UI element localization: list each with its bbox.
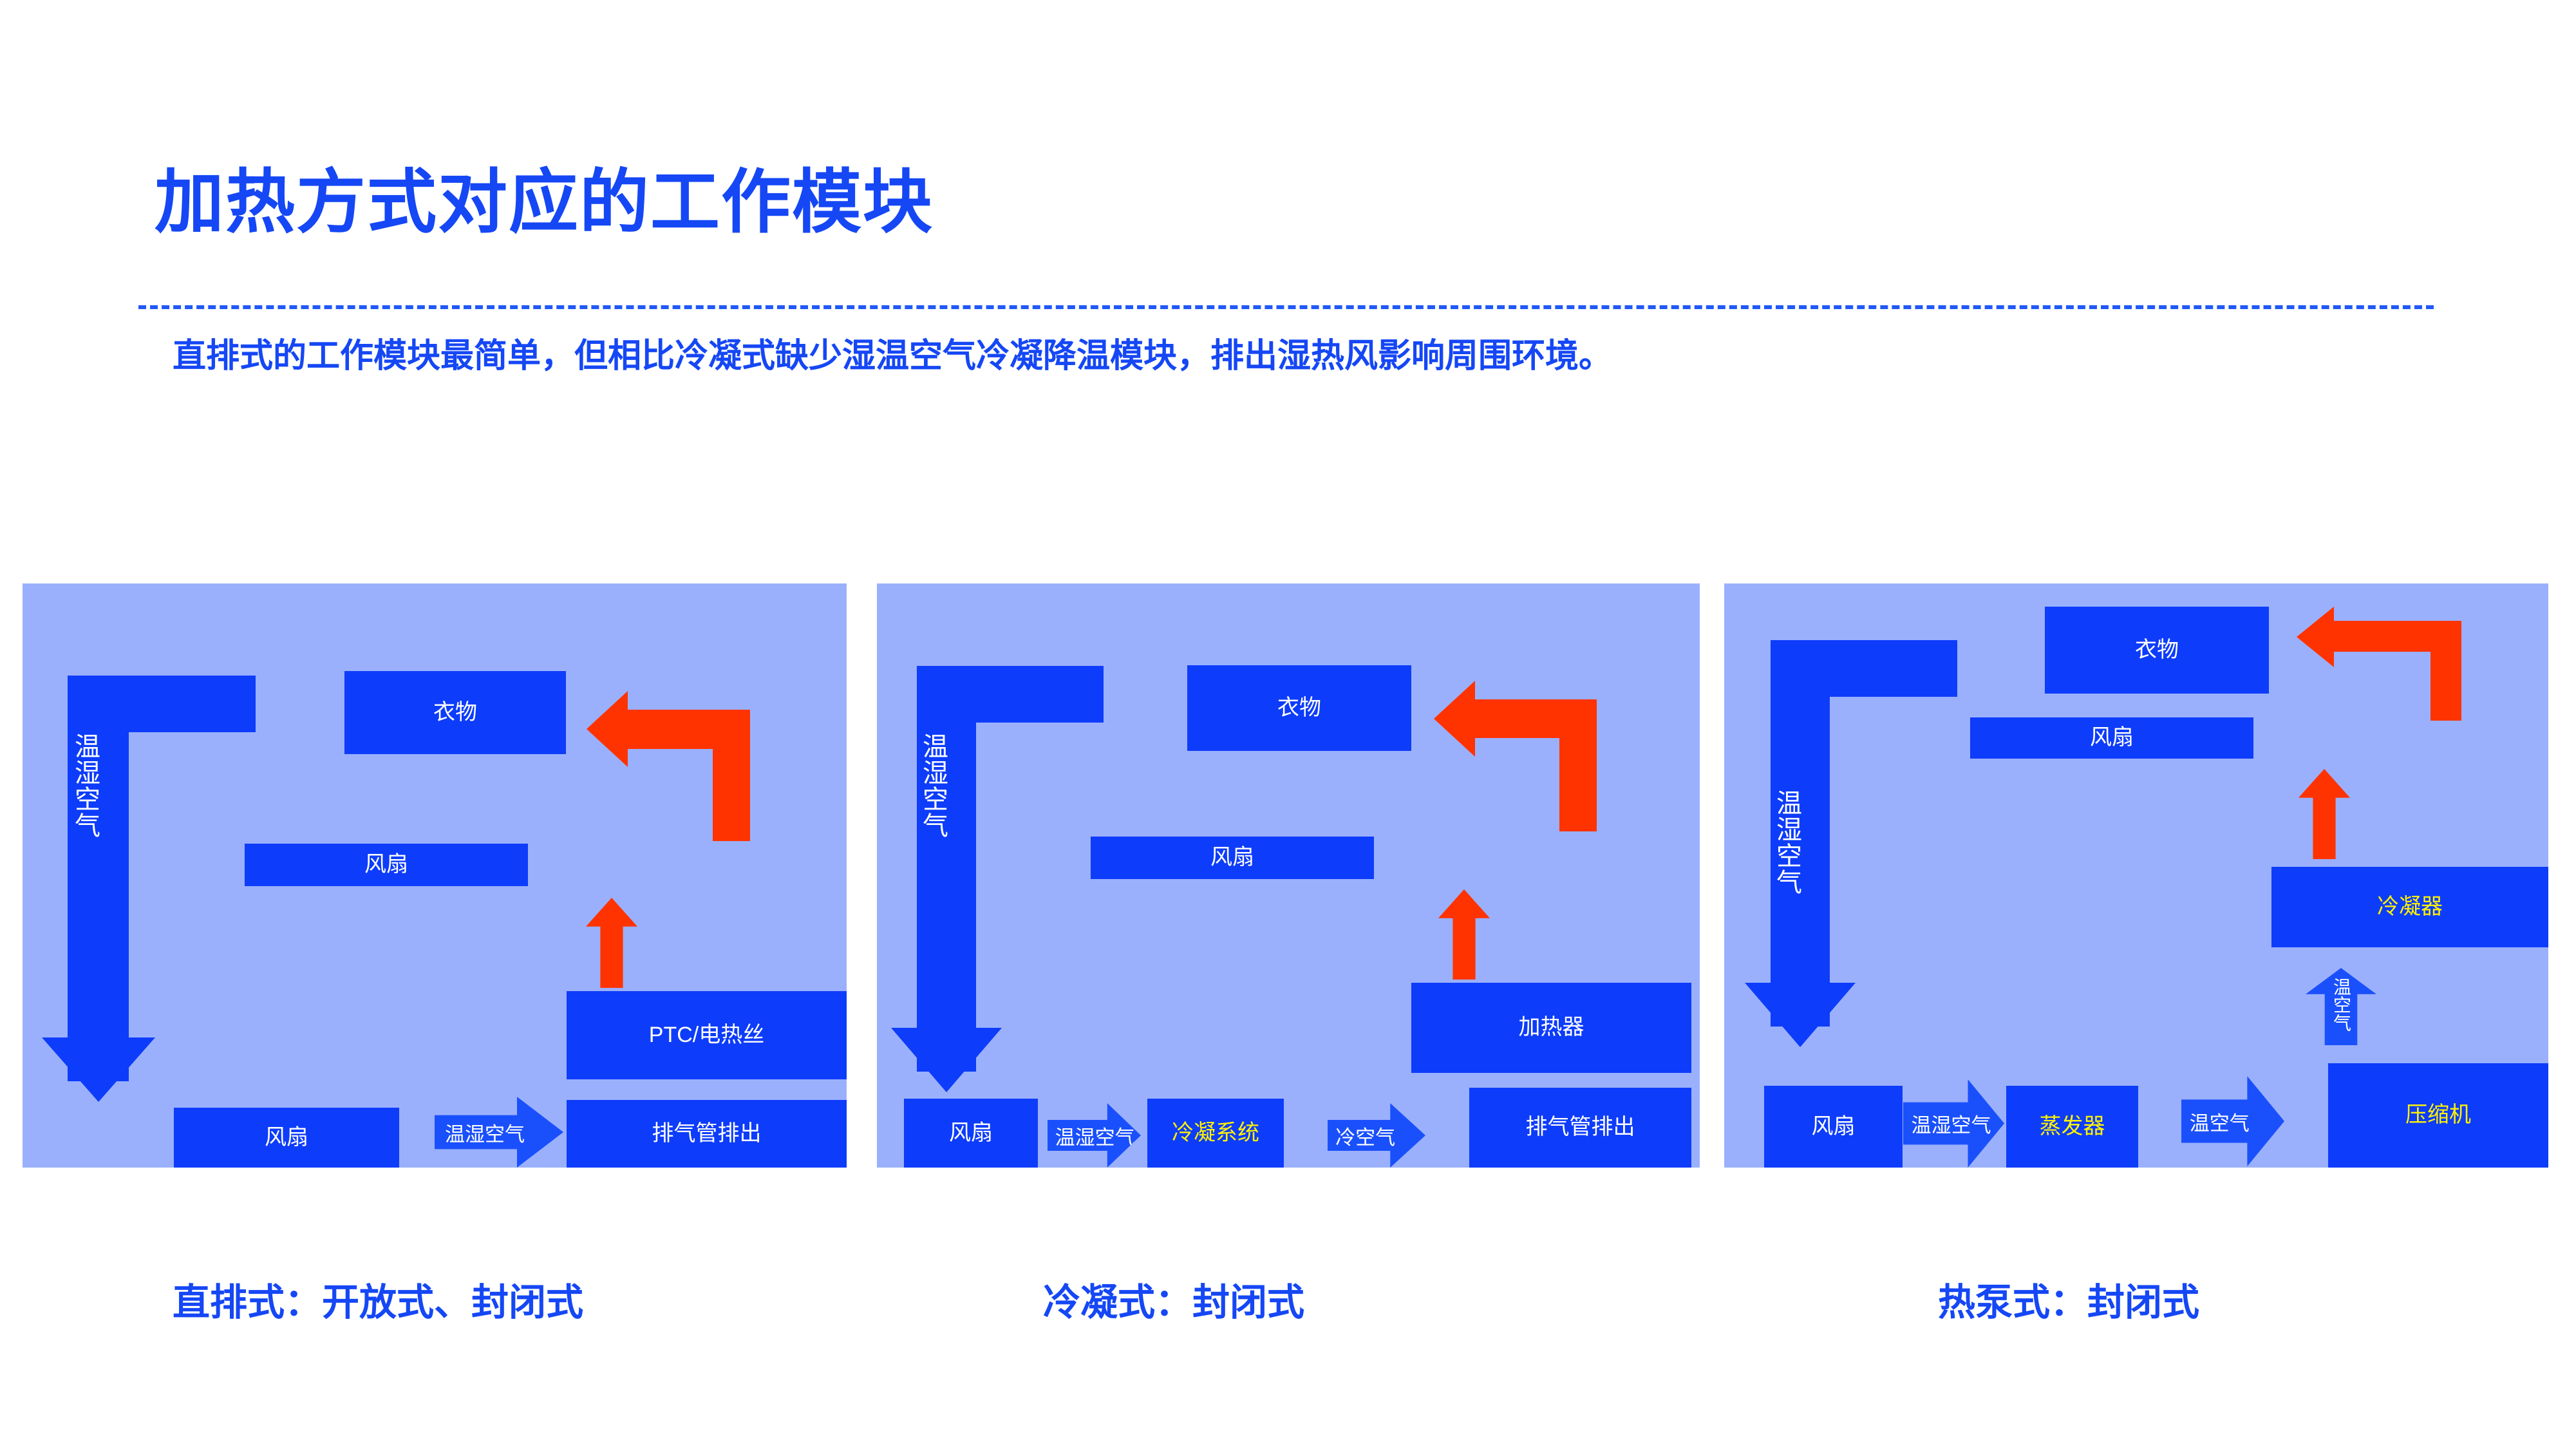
box-fan-bottom: 风扇 <box>174 1108 399 1168</box>
box-evaporator-label: 蒸发器 <box>2039 1113 2105 1139</box>
diagram-panel-condensing: 温湿空气 衣物 风扇 加热器 风扇 温湿空气 冷凝系统 冷空气 排气管排出 <box>877 583 1700 1168</box>
diagram-panel-heat-pump: 温湿空气 衣物 风扇 冷凝器 温空气 风扇 温湿空气 蒸发器 温空气 压缩机 <box>1724 583 2548 1168</box>
orange-arrow-vertical-segment <box>2430 621 2461 721</box>
box-clothes: 衣物 <box>344 671 566 754</box>
box-clothes-label: 衣物 <box>1277 695 1321 720</box>
box-exhaust-label: 排气管排出 <box>1525 1115 1635 1140</box>
box-fan-top-label: 风扇 <box>1210 845 1254 870</box>
warm-humid-air-down-arrow: 温湿空气 <box>877 583 1134 1137</box>
warm-humid-air-down-arrow: 温湿空气 <box>1724 583 1982 1137</box>
box-fan-bottom: 风扇 <box>1764 1086 1903 1168</box>
page-subtitle: 直排式的工作模块最简单，但相比冷凝式缺少湿温空气冷凝降温模块，排出湿热风影响周围… <box>173 337 1613 375</box>
box-compressor-label: 压缩机 <box>2405 1103 2471 1128</box>
box-condenser-label: 冷凝器 <box>2377 894 2443 919</box>
hot-air-return-arrow <box>1408 666 1691 923</box>
box-heater: PTC/电热丝 <box>567 991 847 1079</box>
caption-direct-exhaust: 直排式：开放式、封闭式 <box>173 1282 584 1323</box>
orange-arrow-head-left-icon <box>1434 681 1475 757</box>
warm-humid-air-vertical-label: 温湿空气 <box>919 733 947 838</box>
box-exhaust: 排气管排出 <box>1469 1088 1691 1168</box>
box-fan-top: 风扇 <box>1091 837 1374 879</box>
box-condenser-system-label: 冷凝系统 <box>1172 1120 1259 1145</box>
orange-arrow-vertical-segment <box>713 710 750 841</box>
orange-arrow-head-left-icon <box>2297 607 2334 667</box>
box-fan-top: 风扇 <box>1970 717 2253 759</box>
box-fan-bottom-label: 风扇 <box>1811 1113 1856 1139</box>
warm-humid-air-vertical-label: 温湿空气 <box>1772 790 1801 895</box>
warm-humid-air-down-arrow: 温湿空气 <box>23 583 280 1137</box>
box-clothes-label: 衣物 <box>433 699 477 724</box>
warm-air-up-arrow: 温空气 <box>2306 968 2376 1045</box>
warm-humid-air-right-label: 温湿空气 <box>445 1122 525 1146</box>
box-clothes-label: 衣物 <box>2135 637 2179 662</box>
warm-humid-air-right-label: 温湿空气 <box>1055 1126 1135 1149</box>
arrow-head-down-icon <box>891 1028 1002 1092</box>
box-fan-top: 风扇 <box>245 844 528 886</box>
box-exhaust: 排气管排出 <box>567 1100 847 1168</box>
cold-air-right-label: 冷空气 <box>1335 1126 1396 1149</box>
box-fan-top-label: 风扇 <box>2090 725 2134 750</box>
warm-humid-air-right-label: 温湿空气 <box>1911 1114 1991 1137</box>
box-clothes: 衣物 <box>2045 607 2269 694</box>
box-fan-bottom-label: 风扇 <box>949 1120 993 1145</box>
box-fan-bottom-label: 风扇 <box>265 1124 308 1150</box>
arrow-elbow-vertical-segment <box>1771 640 1830 1027</box>
warm-air-right-label: 温空气 <box>2189 1112 2250 1135</box>
box-fan-top-label: 风扇 <box>364 852 408 877</box>
cold-air-right-arrow: 冷空气 <box>1328 1103 1425 1168</box>
arrow-head-down-icon <box>1745 983 1856 1047</box>
box-condenser: 冷凝器 <box>2271 867 2548 947</box>
orange-arrow-vertical-segment <box>1559 699 1597 831</box>
box-evaporator: 蒸发器 <box>2006 1086 2138 1168</box>
arrow-elbow-vertical-segment <box>68 676 129 1081</box>
box-fan-bottom: 风扇 <box>904 1099 1038 1168</box>
diagram-panel-direct-exhaust: 温湿空气 衣物 风扇 PTC/电热丝 风扇 温湿空气 排气管排出 <box>23 583 847 1168</box>
warm-air-right-arrow: 温空气 <box>2181 1076 2284 1166</box>
arrow-elbow-vertical-segment <box>917 666 976 1072</box>
box-compressor: 压缩机 <box>2328 1063 2548 1168</box>
box-heater-label: 加热器 <box>1518 1015 1584 1040</box>
caption-condensing: 冷凝式：封闭式 <box>1043 1282 1305 1323</box>
caption-heat-pump: 热泵式：封闭式 <box>1938 1282 2200 1323</box>
box-clothes: 衣物 <box>1187 665 1411 751</box>
warm-air-up-label: 温空气 <box>2331 978 2351 1032</box>
title-divider <box>138 305 2434 309</box>
box-heater-label: PTC/电热丝 <box>648 1022 765 1047</box>
hot-air-return-arrow <box>563 674 847 931</box>
box-condenser-system: 冷凝系统 <box>1147 1099 1284 1168</box>
warm-humid-air-vertical-label: 温湿空气 <box>71 733 99 838</box>
box-heater: 加热器 <box>1411 983 1691 1073</box>
hot-air-return-arrow <box>2268 607 2552 864</box>
page-title: 加热方式对应的工作模块 <box>155 163 934 241</box>
warm-humid-air-right-arrow: 温湿空气 <box>435 1097 563 1168</box>
orange-arrow-head-left-icon <box>587 691 628 767</box>
box-exhaust-label: 排气管排出 <box>652 1121 762 1146</box>
arrow-head-down-icon <box>42 1037 155 1102</box>
